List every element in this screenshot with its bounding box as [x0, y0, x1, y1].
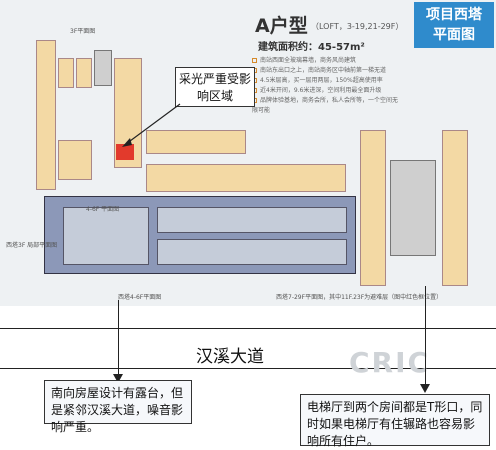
east-wing-plan [146, 130, 346, 192]
floor-3f-plan [44, 196, 356, 274]
lighting-arrow [122, 103, 181, 147]
feature-item: 品牌体验基地，商务会所，私人会所等，一个空间无限可能 [252, 97, 399, 114]
feature-item: 南站东出口之上，南站商务区中轴前第一梯无道 [252, 66, 402, 76]
unit-type-title: A户型 [255, 15, 308, 37]
building-area: 建筑面积约：45-57m² [258, 42, 365, 53]
right-arrow-head [420, 384, 430, 393]
project-tag: 项目西塔 平面图 [414, 2, 494, 48]
feature-item: 近4米开间，9.6米进深，空间利用最全面升级 [252, 86, 402, 96]
elevator-hall-note: 电梯厅到两个房间都是T形口，同时如果电梯厅有住辗路也容易影响所有住户。 [300, 394, 490, 448]
unit-type-subtitle: （LOFT，3-19,21-29F） [311, 22, 404, 31]
label-floor-7-29: 西塔7-29F平面图，其中11F.23F为避难层（图中红色框位置） [276, 294, 443, 301]
feature-item: 南站西面全玻璃幕墙，商务风尚建筑 [252, 56, 402, 66]
road-edge-top [0, 328, 496, 329]
label-small-top: 3F平面图 [70, 28, 96, 35]
tower-7-29-plan [360, 130, 470, 286]
road-label: 汉溪大道 [196, 347, 264, 367]
label-west-3f: 西塔3F 局部平面图 [6, 242, 58, 249]
feature-item: 4.5米层高，买一层用两层，150%超高使用率 [252, 76, 402, 86]
feature-list: 南站西面全玻璃幕墙，商务风尚建筑 南站东出口之上，南站商务区中轴前第一梯无道 4… [252, 56, 402, 122]
bullet-icon [252, 58, 257, 63]
south-unit-note: 南向房屋设计有露台，但是紧邻汉溪大道，噪音影响严重。 [44, 380, 192, 434]
label-floor-4-6: 西塔4-6F平面图 [118, 294, 162, 301]
road-edge-bottom [0, 368, 496, 369]
watermark: CRIC [349, 346, 431, 379]
west-tower-plan [36, 40, 148, 192]
right-arrow-line [425, 286, 426, 386]
label-small-bottom: 4-6F 平面图 [86, 206, 120, 213]
left-arrow-line [118, 300, 119, 376]
lighting-callout: 采光严重受影响区域 [175, 67, 255, 107]
left-arrow-head [113, 374, 123, 383]
highlight-unit [116, 144, 134, 160]
